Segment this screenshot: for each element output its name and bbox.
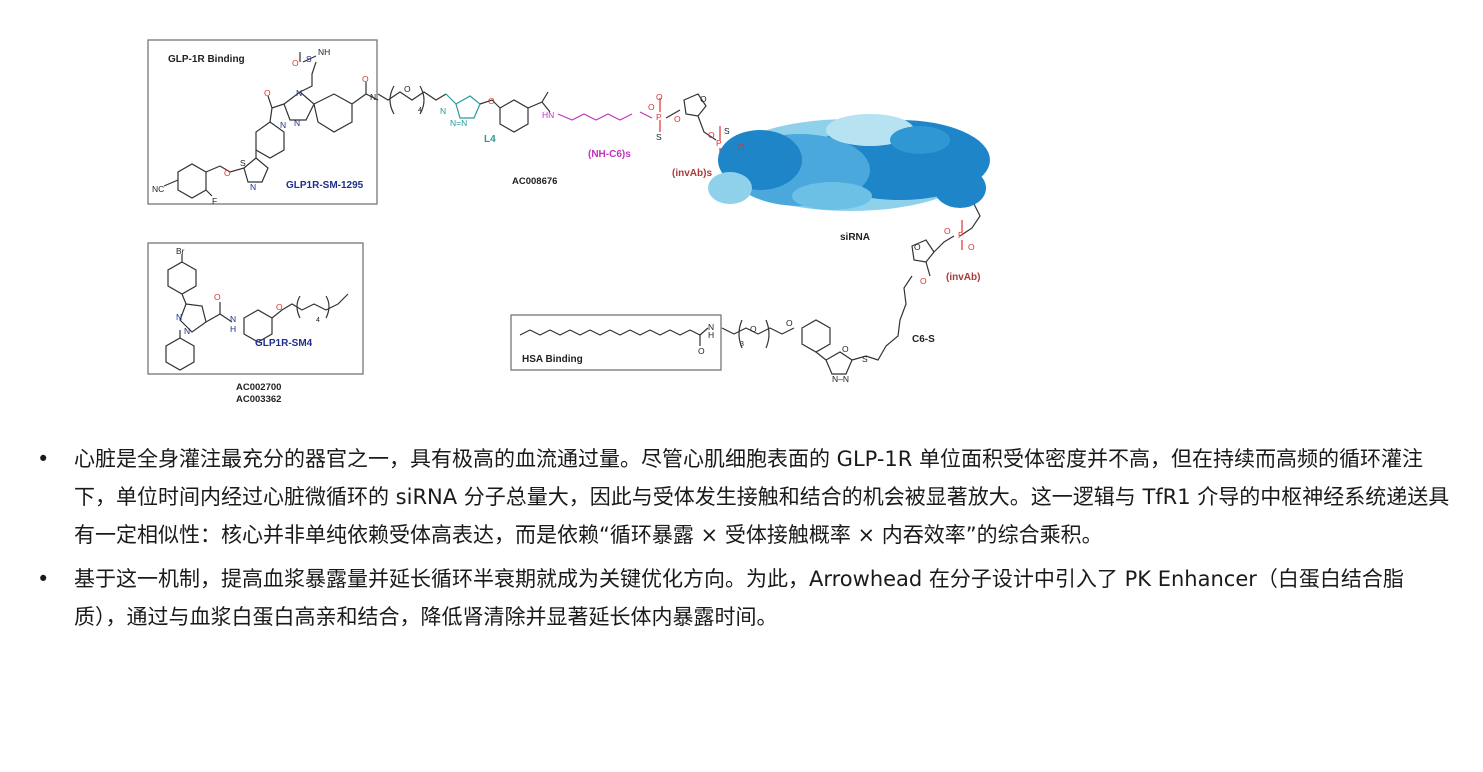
- atom-label: 4: [316, 317, 320, 324]
- hsa-binding-title: HSA Binding: [522, 354, 583, 365]
- atom-label: O: [404, 84, 411, 94]
- sirna-duplex-graphic: [708, 114, 990, 211]
- atom-label: N: [250, 182, 256, 192]
- phosphate-sugar-2: [911, 203, 981, 277]
- compound-id-1: AC002700: [236, 382, 281, 393]
- atom-label: P: [656, 112, 662, 122]
- atom-label: 4: [418, 107, 422, 114]
- hsa-binding-box: [510, 314, 722, 371]
- atom-label: N: [296, 88, 302, 98]
- hsa-lipid-structure: [519, 275, 913, 375]
- nh-c6-label: (NH-C6)s: [588, 149, 631, 160]
- bullet-item: • 基于这一机制，提高血浆暴露量并延长循环半衰期就成为关键优化方向。为此，Arr…: [0, 560, 1483, 636]
- bullet-text: 心脏是全身灌注最充分的器官之一，具有极高的血流通过量。尽管心肌细胞表面的 GLP…: [74, 447, 1450, 547]
- atom-label: S: [240, 158, 246, 168]
- c6-s-label: C6-S: [912, 334, 935, 345]
- atom-label: O: [738, 142, 745, 152]
- atom-label: O: [914, 242, 921, 252]
- l4-label: L4: [484, 134, 496, 145]
- atom-label: N: [280, 120, 286, 130]
- bullet-dot: •: [37, 567, 50, 591]
- atom-label: N=N: [450, 118, 467, 128]
- atom-label: F: [212, 196, 217, 206]
- atom-label: N: [176, 312, 182, 322]
- ac008676-label: AC008676: [512, 176, 557, 187]
- atom-label: O: [944, 226, 951, 236]
- sirna-label: siRNA: [840, 232, 870, 243]
- atom-label: O: [292, 58, 299, 68]
- glp1r-sm4-box: [147, 242, 364, 375]
- atom-label: O: [920, 276, 927, 286]
- atom-label: O: [656, 92, 663, 102]
- atom-label: O: [968, 242, 975, 252]
- bullet-list: • 心脏是全身灌注最充分的器官之一，具有极高的血流通过量。尽管心肌细胞表面的 G…: [0, 440, 1483, 636]
- atom-label: NH: [318, 47, 330, 57]
- atom-label: O: [786, 318, 793, 328]
- atom-label: N: [370, 92, 376, 102]
- peg-triazole-linker: [377, 85, 653, 133]
- atom-label: N: [708, 322, 714, 332]
- atom-label: S: [724, 126, 730, 136]
- atom-label: N–N: [832, 374, 849, 384]
- atom-label: O: [362, 74, 369, 84]
- atom-label: P: [958, 230, 964, 240]
- glp1r-sm4-label: GLP1R-SM4: [255, 338, 313, 349]
- atom-label: S: [656, 132, 662, 142]
- atom-label: O: [224, 168, 231, 178]
- glp1r-sm-1295-label: GLP1R-SM-1295: [286, 180, 364, 191]
- atom-label: NC: [152, 184, 164, 194]
- glp1r-sm-1295-structure: [163, 52, 379, 199]
- atom-label: P: [716, 138, 722, 148]
- glp1r-binding-box: [147, 39, 378, 205]
- atom-label: O: [276, 302, 283, 312]
- atom-label: H: [708, 330, 714, 340]
- atom-label: S: [862, 354, 868, 364]
- glp1r-binding-title: GLP-1R Binding: [168, 54, 245, 65]
- atom-label: 3: [740, 341, 744, 348]
- atom-label: O: [708, 130, 715, 140]
- conjugate-structure-diagram: GLP-1R Binding GLP1R-SM-1295 GLP1R-SM4 A…: [147, 39, 990, 405]
- atom-label: O: [698, 346, 705, 356]
- bullet-dot: •: [37, 447, 50, 471]
- atom-label: Br: [176, 246, 185, 256]
- atom-label: H: [230, 324, 236, 334]
- atom-label: O: [674, 114, 681, 124]
- bullet-item: • 心脏是全身灌注最充分的器官之一，具有极高的血流通过量。尽管心肌细胞表面的 G…: [0, 440, 1483, 554]
- atom-label: N: [440, 106, 446, 116]
- atom-label: N: [184, 326, 190, 336]
- atom-label: N: [230, 314, 236, 324]
- atom-label: O: [648, 102, 655, 112]
- atom-label: N: [294, 118, 300, 128]
- atom-label: S: [306, 54, 312, 64]
- atom-label: O: [842, 344, 849, 354]
- compound-id-2: AC003362: [236, 394, 281, 405]
- atom-label: O: [750, 324, 757, 334]
- atom-label: O: [700, 94, 707, 104]
- invab-label: (invAb): [946, 272, 980, 283]
- glp1r-sm4-structure: [165, 254, 349, 371]
- atom-label: O: [264, 88, 271, 98]
- atom-label: O: [488, 96, 495, 106]
- invab-s-label: (invAb)s: [672, 168, 712, 179]
- atom-label: O: [214, 292, 221, 302]
- bullet-text: 基于这一机制，提高血浆暴露量并延长循环半衰期就成为关键优化方向。为此，Arrow…: [74, 567, 1404, 629]
- atom-label: HN: [542, 110, 554, 120]
